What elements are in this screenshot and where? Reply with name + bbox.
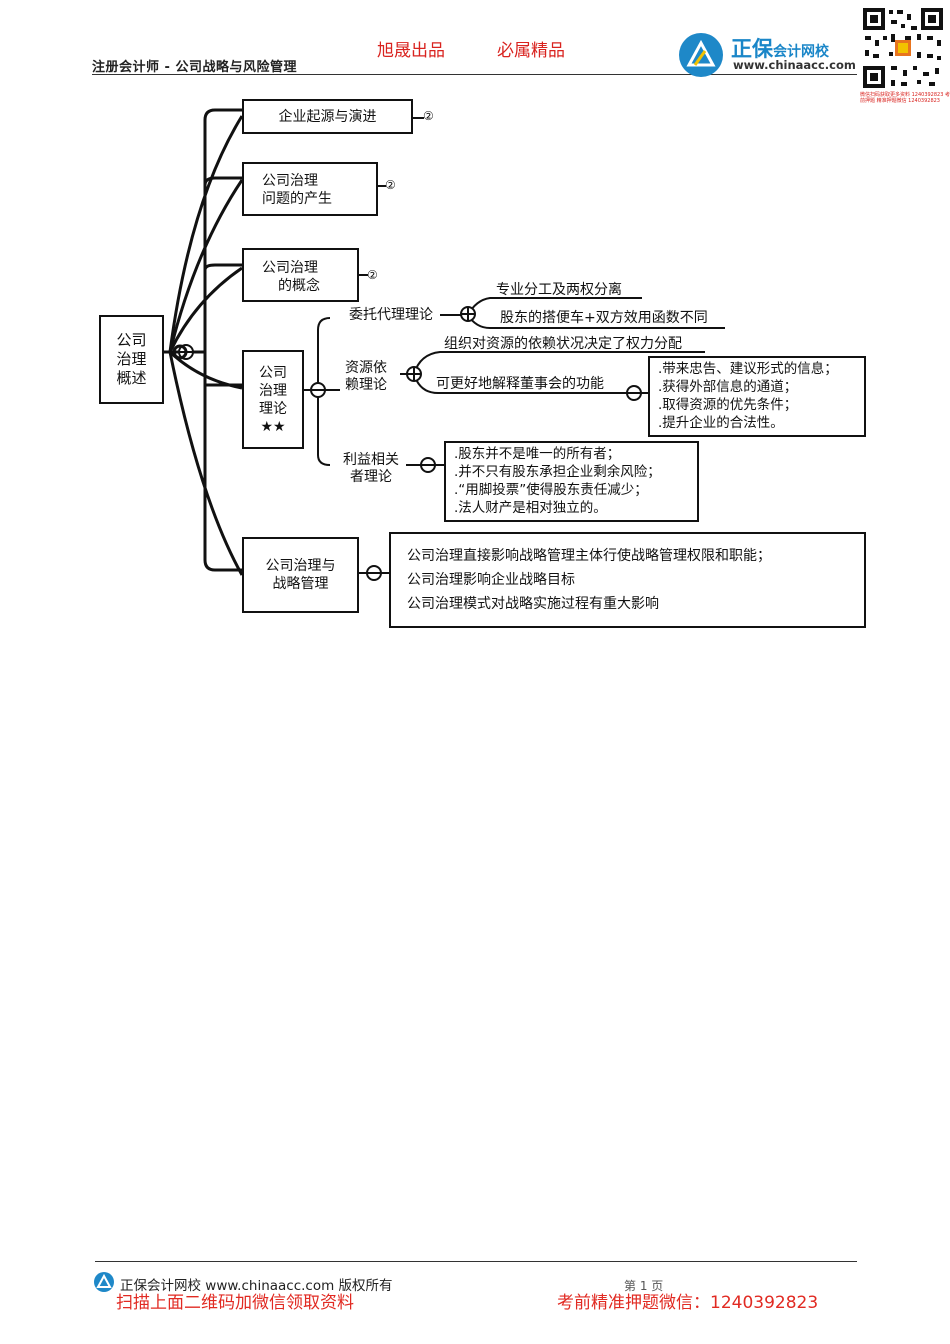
- header-divider: [92, 74, 857, 75]
- board-functions-box: .带来忠告、建议形式的信息； .获得外部信息的通道； .取得资源的优先条件； .…: [648, 356, 866, 437]
- branch-theories-line-3: 理论: [259, 400, 287, 417]
- governance-strategy-box: 公司治理直接影响战略管理主体行使战略管理权限和职能； 公司治理影响企业战略目标 …: [389, 532, 866, 628]
- branch-theories-line-2: 治理: [259, 382, 287, 399]
- page-number: 第 1 页: [624, 1279, 664, 1293]
- brand-main: 正保: [731, 37, 773, 61]
- root-line-3: 概述: [116, 369, 147, 387]
- collapsed-count-marker[interactable]: ②: [367, 268, 378, 282]
- importance-stars-icon: ★★: [260, 418, 286, 435]
- governance-strategy-point-3: 公司治理模式对战略实施过程有重大影响: [407, 596, 659, 612]
- collapsed-count-marker[interactable]: ②: [385, 178, 396, 192]
- footer-divider: [95, 1261, 857, 1262]
- branch-governance-strategy-line-2: 战略管理: [272, 576, 329, 592]
- resource-dependence-line-2: 赖理论: [345, 377, 387, 393]
- branch-problem-origin-line-1: 公司治理: [262, 173, 318, 189]
- branch-origin-evolution[interactable]: 企业起源与演进: [242, 99, 413, 134]
- brand-url: www.chinaacc.com: [733, 58, 856, 72]
- board-function-2: .获得外部信息的通道；: [658, 379, 798, 395]
- stakeholder-points-box: .股东并不是唯一的所有者； .并不只有股东承担企业剩余风险； .“用脚投票”使得…: [444, 441, 699, 522]
- branch-concept-line-2: 的概念: [278, 278, 320, 294]
- resource-dependence-line-1: 资源依: [345, 360, 387, 376]
- brand-name: 正保会计网校: [731, 33, 829, 63]
- branch-governance-strategy-line-1: 公司治理与: [265, 558, 336, 574]
- governance-strategy-point-2: 公司治理影响企业战略目标: [407, 572, 575, 588]
- qr-caption: 微信扫码获取更多资料 1240392823 考前押题 精准押题微信 124039…: [860, 92, 950, 104]
- slogan-left: 旭晟出品: [377, 41, 445, 61]
- stakeholder-point-1: .股东并不是唯一的所有者；: [454, 446, 621, 462]
- branch-problem-origin[interactable]: 公司治理 问题的产生: [242, 162, 378, 216]
- root-line-2: 治理: [116, 350, 147, 368]
- resource-dependence-label[interactable]: 资源依 赖理论: [345, 360, 387, 394]
- stakeholder-point-4: .法人财产是相对独立的。: [454, 500, 607, 516]
- chinaacc-logo-icon: [679, 33, 723, 77]
- branch-problem-origin-line-2: 问题的产生: [262, 191, 332, 207]
- chinaacc-logo-small-icon: [94, 1272, 114, 1292]
- course-title: 注册会计师 - 公司战略与风险管理: [92, 60, 297, 75]
- root-node[interactable]: 公司 治理 概述: [99, 315, 164, 404]
- stakeholder-theory-line-2: 者理论: [350, 469, 392, 485]
- branch-concept-line-1: 公司治理: [262, 260, 318, 276]
- stakeholder-point-2: .并不只有股东承担企业剩余风险；: [454, 464, 661, 480]
- footer-promo-right: 考前精准押题微信：1240392823: [557, 1293, 819, 1313]
- stakeholder-theory-label[interactable]: 利益相关 者理论: [343, 452, 399, 486]
- board-function-4: .提升企业的合法性。: [658, 415, 784, 431]
- agency-theory-label[interactable]: 委托代理理论: [349, 307, 433, 323]
- root-line-1: 公司: [116, 331, 147, 349]
- agency-point-1: 专业分工及两权分离: [496, 282, 622, 298]
- branch-governance-strategy[interactable]: 公司治理与 战略管理: [242, 537, 359, 613]
- footer-promo-left: 扫描上面二维码加微信领取资料: [116, 1293, 354, 1313]
- slogan-right: 必属精品: [497, 41, 565, 61]
- board-function-1: .带来忠告、建议形式的信息；: [658, 361, 838, 377]
- branch-origin-evolution-label: 企业起源与演进: [278, 108, 377, 125]
- governance-strategy-point-1: 公司治理直接影响战略管理主体行使战略管理权限和职能；: [407, 548, 771, 564]
- footer-copyright: 正保会计网校 www.chinaacc.com 版权所有: [120, 1278, 393, 1294]
- stakeholder-point-3: .“用脚投票”使得股东责任减少；: [454, 482, 648, 498]
- branch-concept[interactable]: 公司治理 的概念: [242, 248, 359, 302]
- agency-point-2: 股东的搭便车+双方效用函数不同: [500, 310, 708, 326]
- resource-dependence-point-2: 可更好地解释董事会的功能: [436, 376, 604, 392]
- collapsed-count-marker[interactable]: ②: [423, 109, 434, 123]
- branch-theories[interactable]: 公司 治理 理论 ★★: [242, 350, 304, 449]
- branch-theories-line-1: 公司: [259, 364, 287, 381]
- stakeholder-theory-line-1: 利益相关: [343, 452, 399, 468]
- resource-dependence-point-1: 组织对资源的依赖状况决定了权力分配: [444, 336, 682, 352]
- brand-sub: 会计网校: [773, 44, 829, 60]
- qr-code-icon: [861, 6, 945, 90]
- board-function-3: .取得资源的优先条件；: [658, 397, 798, 413]
- mindmap-connectors: [163, 108, 725, 581]
